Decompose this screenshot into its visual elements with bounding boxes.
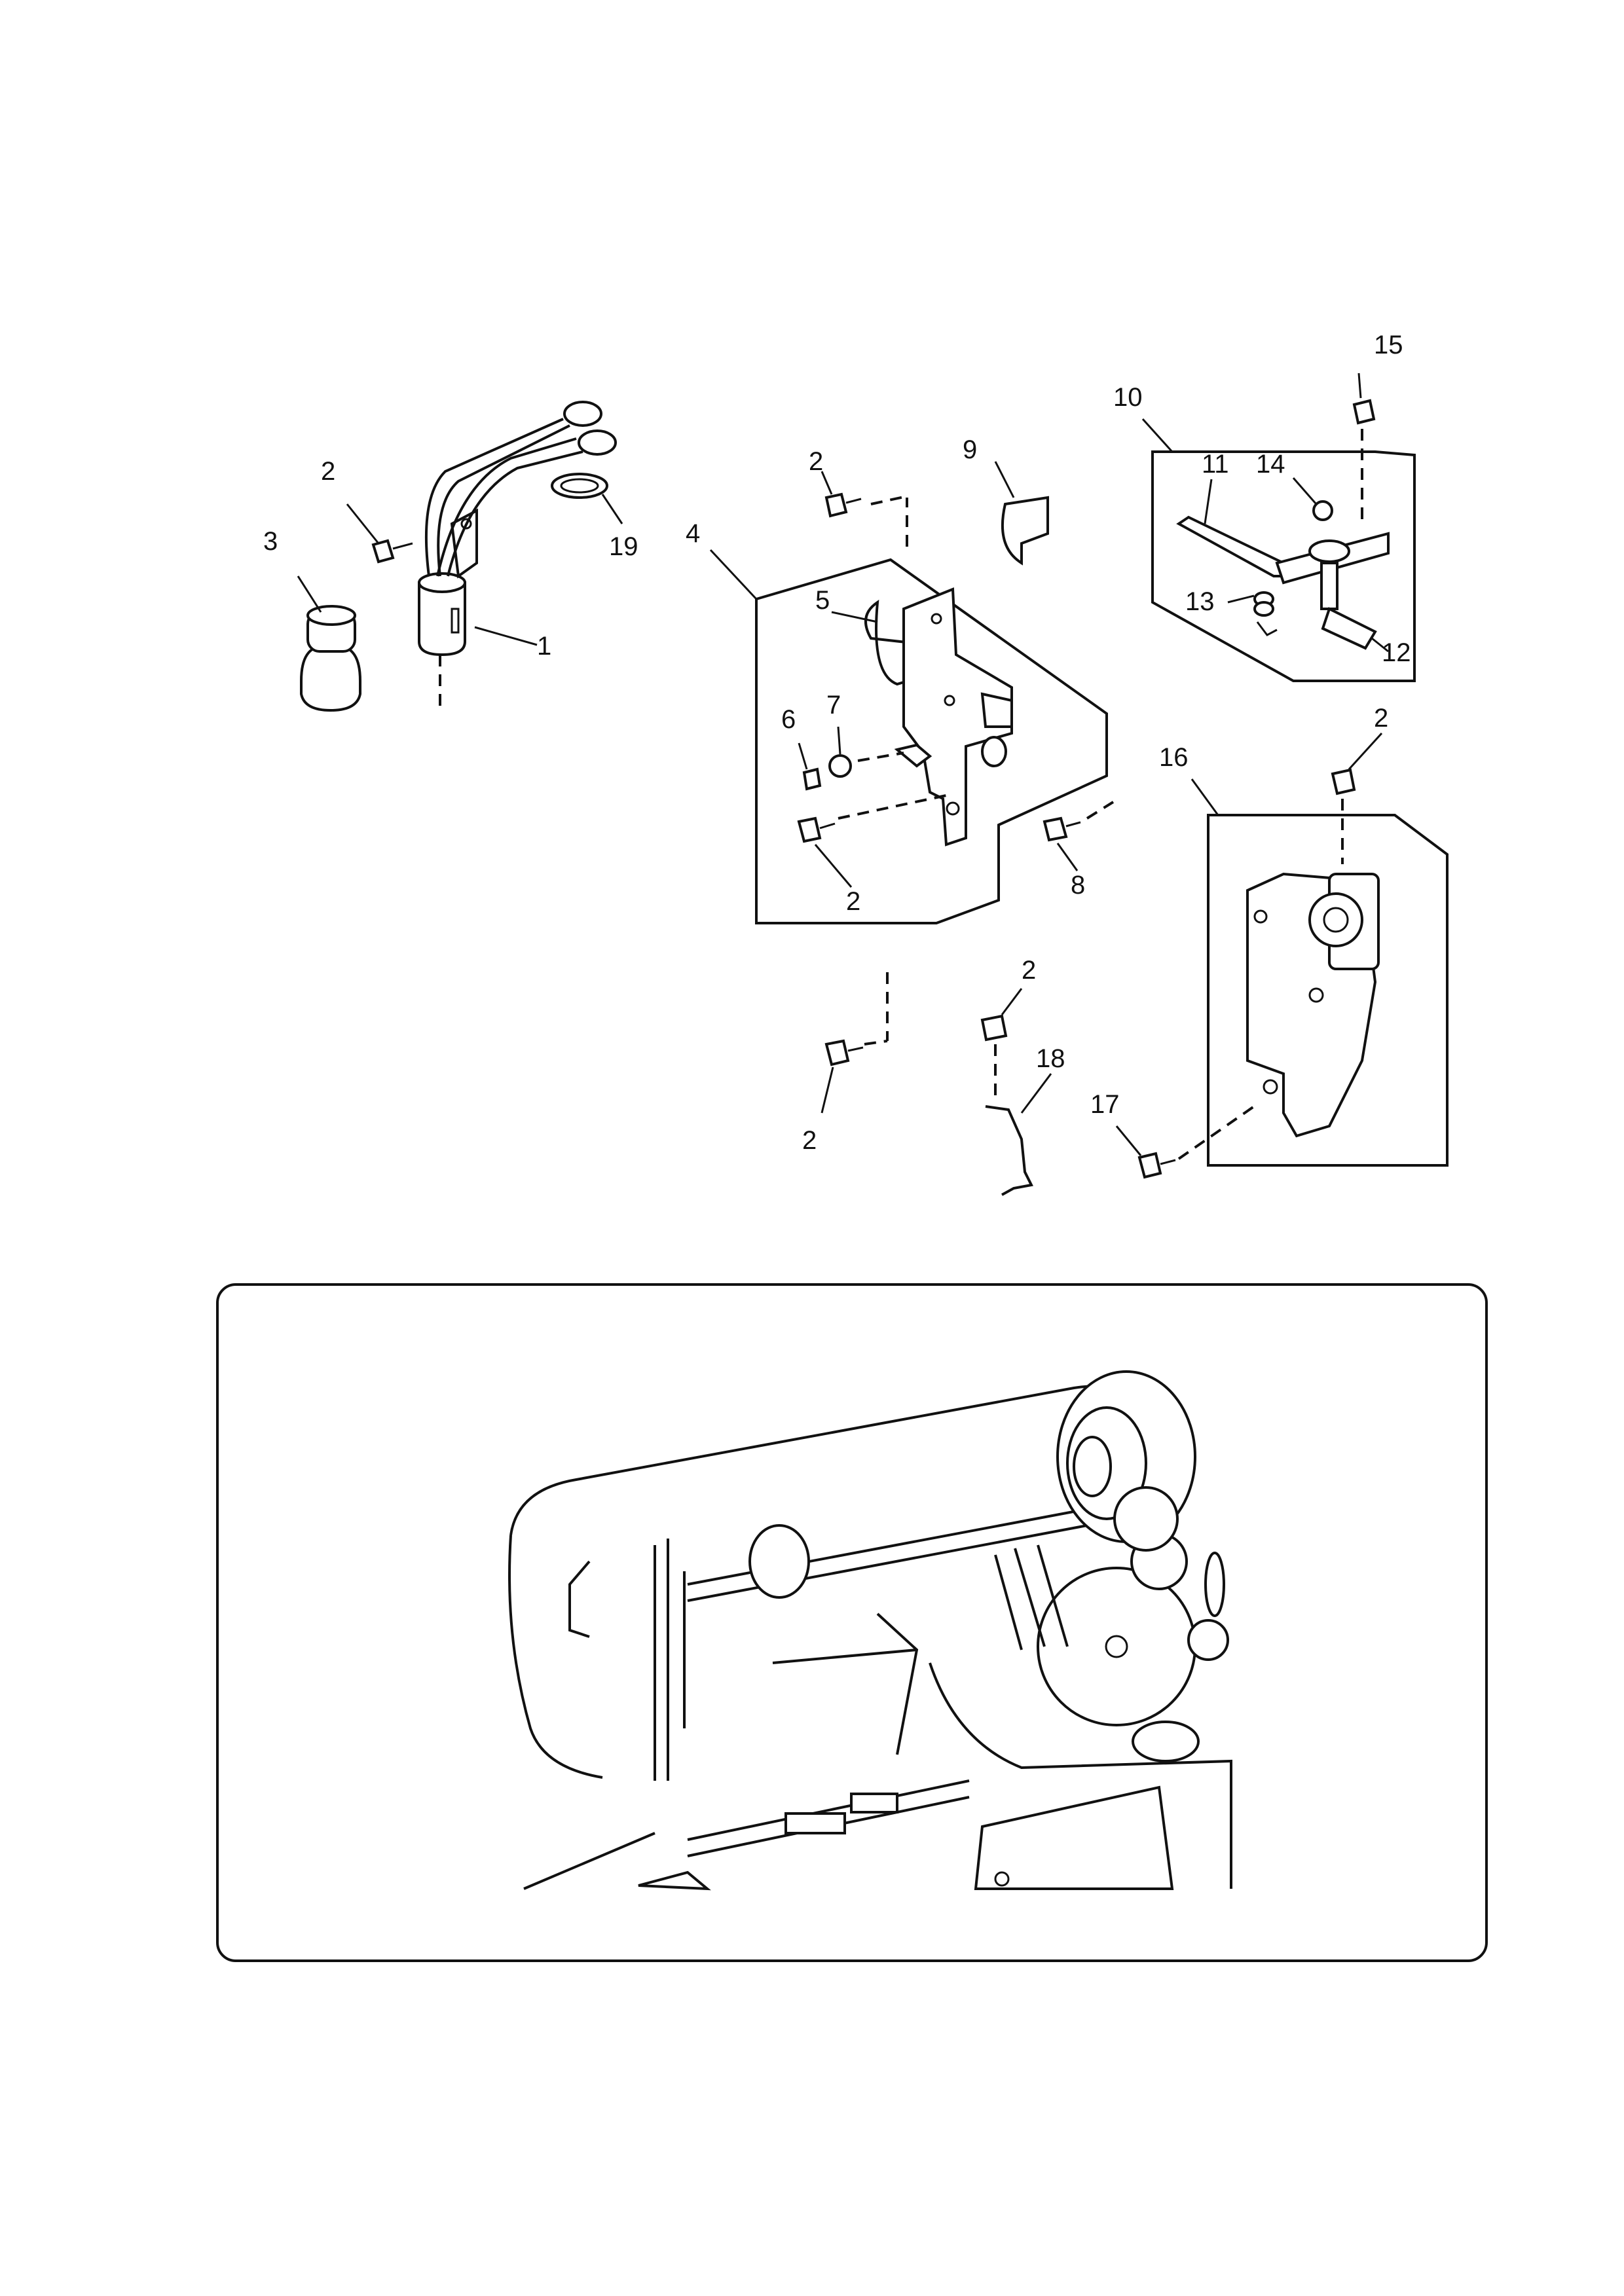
- callout-14: 14: [1256, 450, 1285, 479]
- callout-17: 17: [1090, 1090, 1120, 1119]
- callout-10: 10: [1113, 383, 1143, 412]
- lower-parts-group: [821, 972, 1052, 1196]
- lamp-socket-group: [297, 401, 623, 714]
- callout-2: 2: [846, 887, 860, 916]
- inset-frame: [216, 1283, 1488, 1962]
- cord-clamp-part: [551, 473, 608, 499]
- callout-3: 3: [263, 527, 278, 556]
- screw-part: [371, 539, 413, 564]
- callout-4: 4: [686, 519, 700, 548]
- callout-2: 2: [1022, 956, 1036, 985]
- callout-2: 2: [809, 447, 823, 476]
- callout-11: 11: [1202, 450, 1229, 479]
- callout-2: 2: [802, 1126, 817, 1155]
- callout-2: 2: [321, 457, 335, 486]
- callout-8: 8: [1071, 871, 1085, 900]
- cover-plate-part: [994, 461, 1049, 566]
- location-inset: [216, 1283, 1488, 1962]
- motor-bracket-group: [1115, 732, 1449, 1179]
- callout-6: 6: [781, 705, 796, 734]
- callout-16: 16: [1159, 743, 1189, 772]
- light-bulb-part: [300, 605, 361, 712]
- callout-13: 13: [1185, 587, 1215, 616]
- callout-15: 15: [1374, 331, 1403, 359]
- bracket-assembly-group: [709, 471, 1115, 924]
- callout-5: 5: [815, 586, 830, 615]
- callout-9: 9: [963, 435, 977, 464]
- callout-7: 7: [826, 691, 841, 720]
- callout-18: 18: [1036, 1044, 1065, 1073]
- callout-12: 12: [1382, 638, 1411, 667]
- callout-labels: 1 2 3 19 2 9 4 5 6 7 2 8 10 11 14 15 13 …: [263, 331, 1411, 1155]
- callout-2: 2: [1374, 704, 1388, 733]
- callout-19: 19: [609, 532, 638, 561]
- lamp-socket-part: [418, 401, 617, 714]
- callout-1: 1: [537, 632, 551, 661]
- lever-assembly-group: [1141, 373, 1416, 682]
